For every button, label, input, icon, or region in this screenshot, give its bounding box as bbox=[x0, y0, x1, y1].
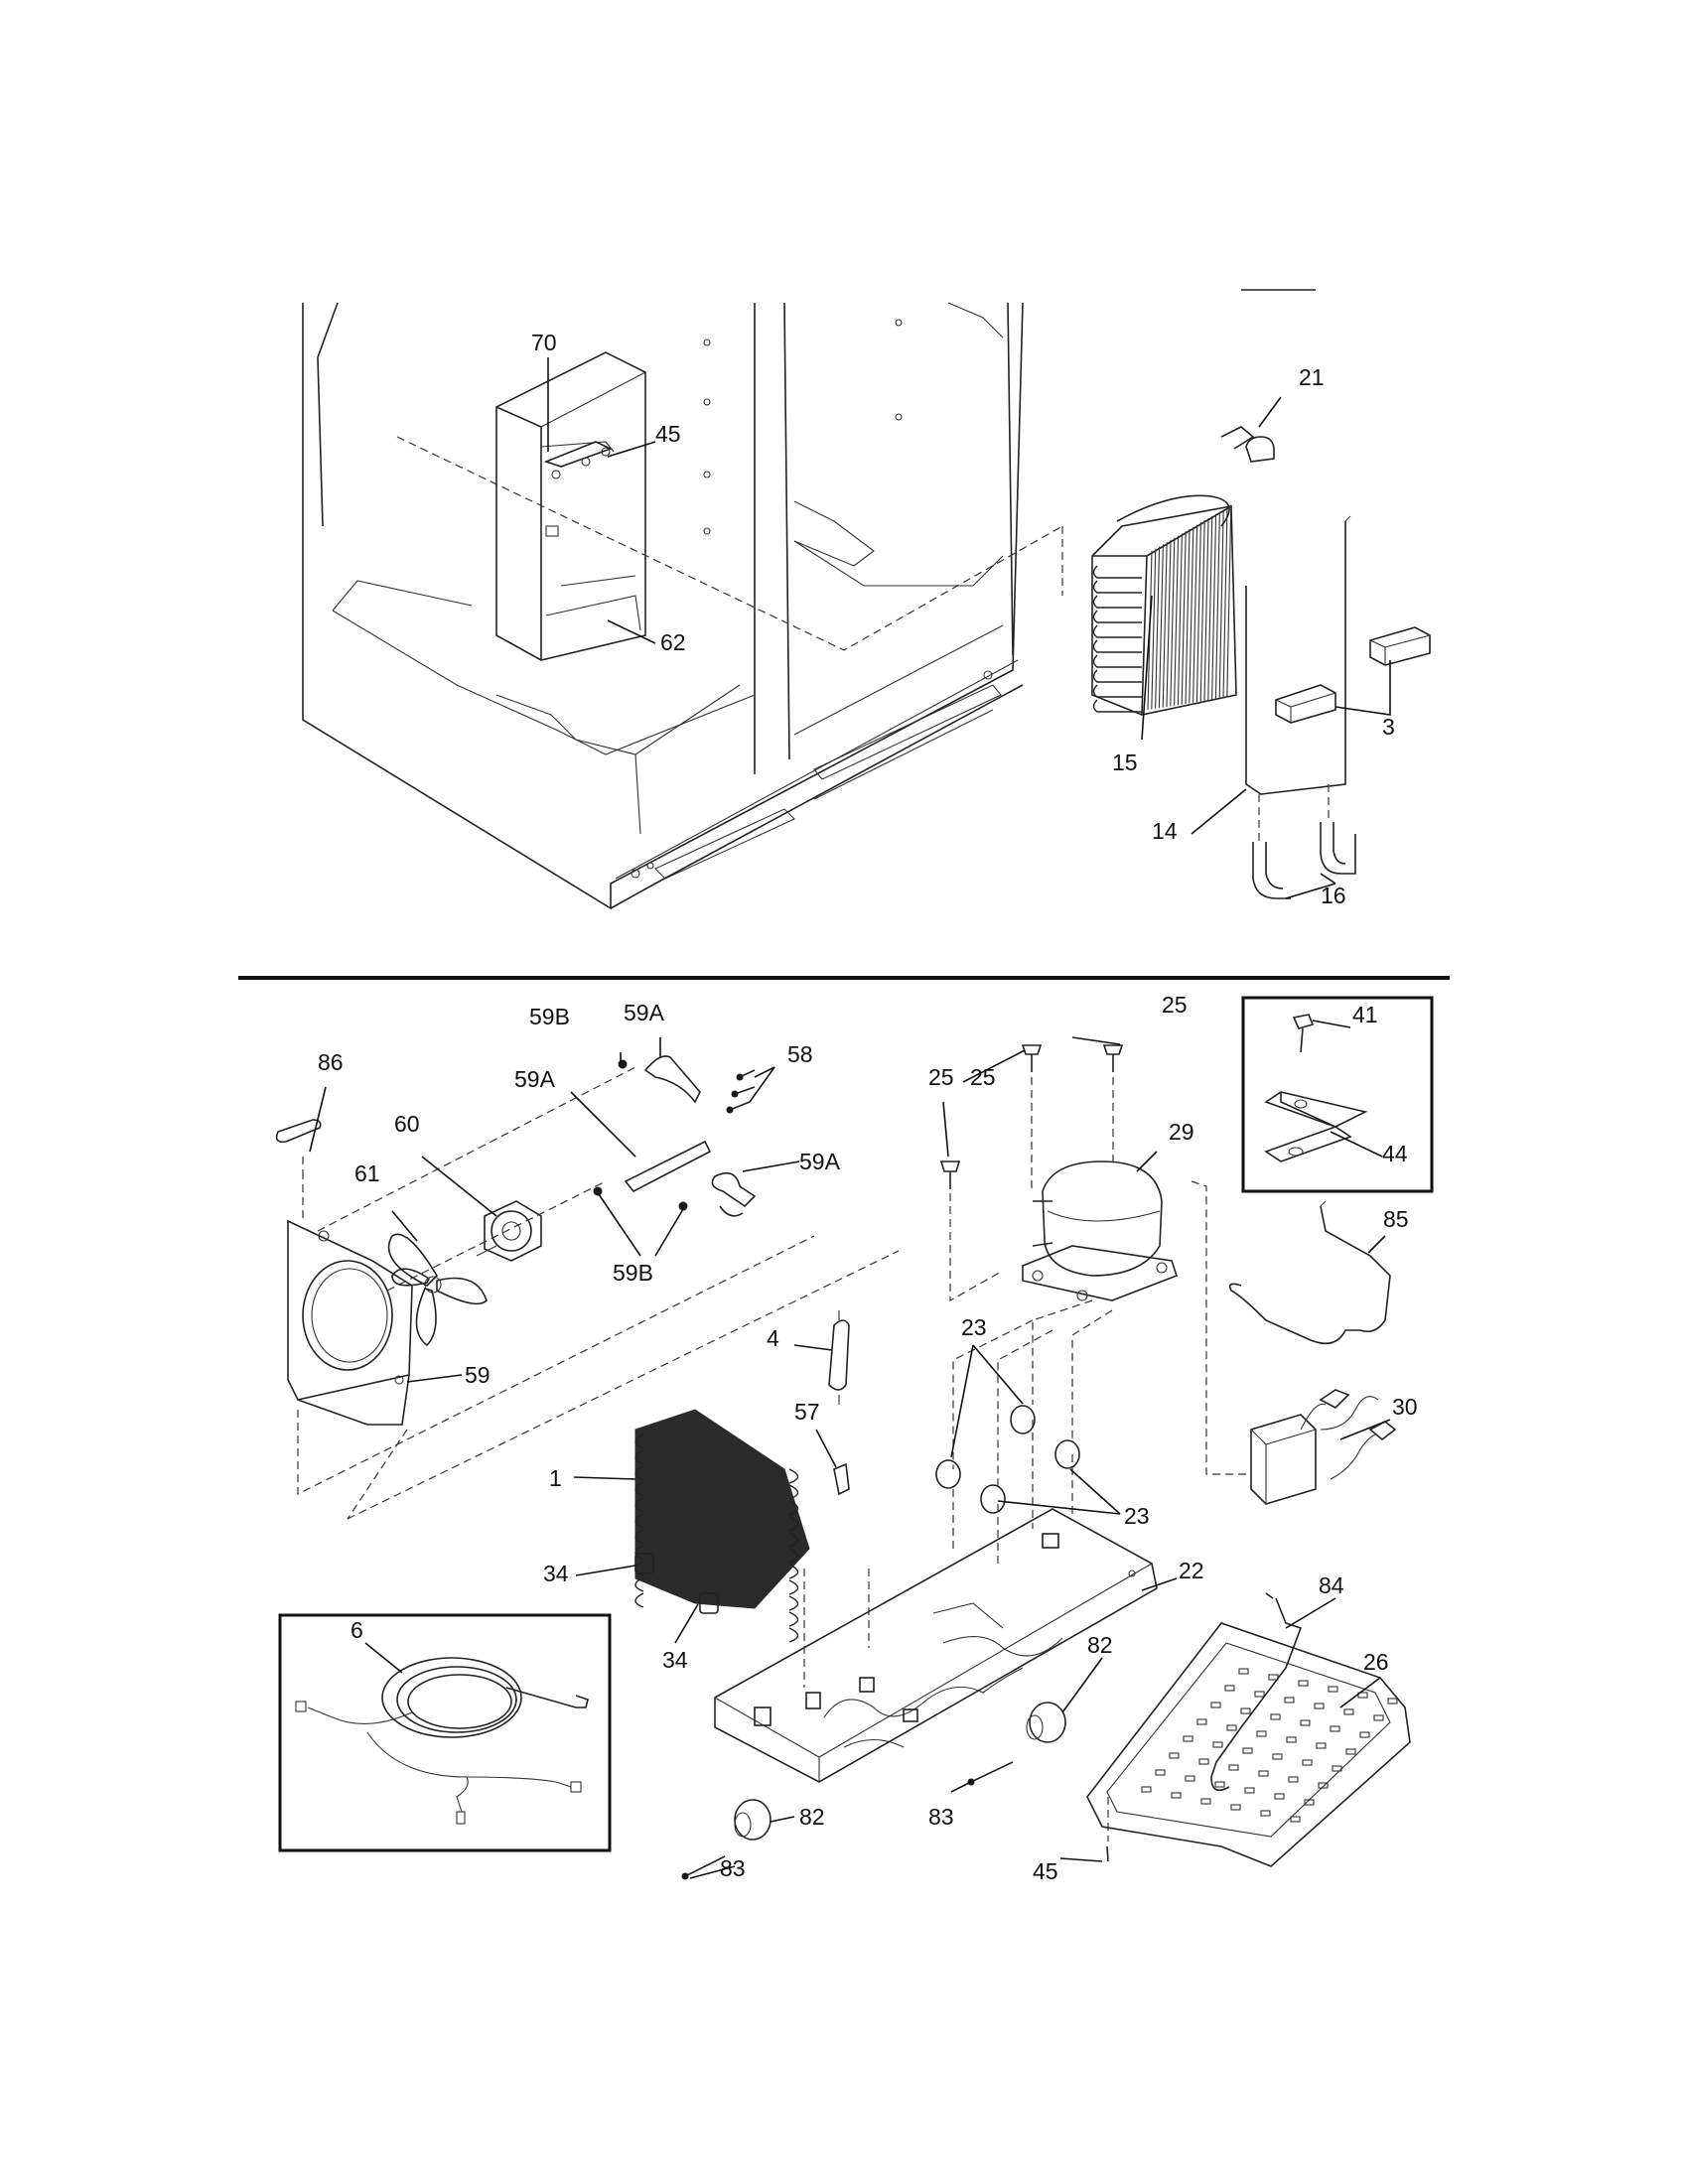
compressor-assembly-lines bbox=[803, 1077, 1246, 1688]
condenser-coil-part bbox=[1091, 494, 1237, 716]
callout-label: 59A bbox=[514, 1066, 556, 1092]
lower-condenser-part bbox=[634, 1409, 810, 1643]
callout-label: 30 bbox=[1392, 1394, 1418, 1420]
callout-label: 83 bbox=[928, 1804, 954, 1830]
drain-pan-part bbox=[1086, 1622, 1411, 1867]
part-34-grommets bbox=[634, 1553, 719, 1614]
callout-label: 61 bbox=[354, 1160, 380, 1186]
callout-label: 58 bbox=[787, 1041, 813, 1067]
ice-container-part bbox=[495, 351, 646, 661]
parts-82-83 bbox=[681, 1702, 1109, 1880]
fan-assembly-lines bbox=[297, 1066, 900, 1520]
callout-label: 83 bbox=[720, 1855, 746, 1881]
callout-label: 86 bbox=[318, 1049, 344, 1075]
callout-label: 1 bbox=[549, 1465, 562, 1491]
callout-label: 34 bbox=[543, 1561, 569, 1586]
callout-label: 22 bbox=[1179, 1558, 1204, 1583]
callout-label: 59B bbox=[529, 1004, 570, 1029]
callout-label: 82 bbox=[1087, 1632, 1113, 1658]
callout-label: 41 bbox=[1352, 1002, 1378, 1027]
detail-box-41-44 bbox=[1241, 996, 1434, 1193]
callout-label: 70 bbox=[531, 330, 557, 355]
part-30-relay bbox=[1250, 1389, 1397, 1505]
callout-label: 60 bbox=[394, 1111, 420, 1137]
callout-labels: 70 45 62 21 15 3 14 16 86 59B 59A 58 59A… bbox=[318, 330, 1418, 1884]
detail-box-6 bbox=[278, 1613, 612, 1852]
callout-label: 4 bbox=[767, 1325, 779, 1351]
callout-label: 29 bbox=[1169, 1119, 1194, 1145]
part-86-clip bbox=[275, 1119, 322, 1171]
callout-label: 84 bbox=[1319, 1572, 1344, 1598]
callout-label: 57 bbox=[794, 1399, 820, 1425]
callout-label: 34 bbox=[662, 1647, 688, 1673]
callout-label: 26 bbox=[1363, 1649, 1389, 1675]
callout-label: 59B bbox=[613, 1260, 653, 1286]
bottom-leaders bbox=[309, 1020, 1391, 1879]
fan-motor-part bbox=[476, 1200, 542, 1262]
cabinet-drawing bbox=[302, 302, 1024, 910]
callout-label: 82 bbox=[799, 1804, 825, 1830]
assembly-line-condenser bbox=[396, 436, 1063, 651]
part-85-tube bbox=[1228, 1200, 1391, 1345]
callout-label: 3 bbox=[1382, 714, 1395, 740]
callout-label: 25 bbox=[970, 1064, 996, 1090]
part-14-tube bbox=[1245, 515, 1351, 795]
part-4-drier bbox=[828, 1310, 850, 1405]
callout-label: 59 bbox=[465, 1362, 491, 1388]
part-21-cap bbox=[1220, 426, 1275, 463]
callout-label: 6 bbox=[351, 1617, 363, 1643]
compressor-part bbox=[1022, 1160, 1179, 1301]
callout-label: 44 bbox=[1382, 1141, 1408, 1166]
part-84-tube bbox=[1210, 1592, 1303, 1792]
callout-label: 23 bbox=[961, 1314, 987, 1340]
callout-label: 25 bbox=[928, 1064, 954, 1090]
part-16-clips bbox=[1252, 784, 1356, 899]
callout-label: 45 bbox=[655, 421, 681, 447]
callout-label: 16 bbox=[1321, 883, 1346, 908]
callout-label: 59A bbox=[624, 1000, 665, 1025]
part-57-clip bbox=[833, 1462, 850, 1496]
part-3-blocks bbox=[1275, 626, 1431, 724]
callout-label: 25 bbox=[1162, 992, 1188, 1018]
fan-blade-part bbox=[387, 1233, 488, 1347]
callout-label: 21 bbox=[1299, 364, 1325, 390]
callout-label: 14 bbox=[1152, 818, 1178, 844]
callout-label: 85 bbox=[1383, 1206, 1409, 1232]
callout-label: 59A bbox=[799, 1149, 841, 1174]
callout-label: 45 bbox=[1033, 1858, 1058, 1884]
callout-label: 23 bbox=[1124, 1503, 1150, 1529]
part-25-screws bbox=[939, 1044, 1124, 1189]
callout-label: 15 bbox=[1112, 750, 1138, 775]
base-plate-part bbox=[714, 1508, 1158, 1783]
top-leaders bbox=[547, 357, 1391, 899]
part-23-grommets bbox=[935, 1405, 1080, 1514]
callout-label: 62 bbox=[660, 629, 686, 655]
motor-mount-hardware bbox=[593, 1055, 757, 1217]
fan-shroud-part bbox=[287, 1219, 413, 1426]
